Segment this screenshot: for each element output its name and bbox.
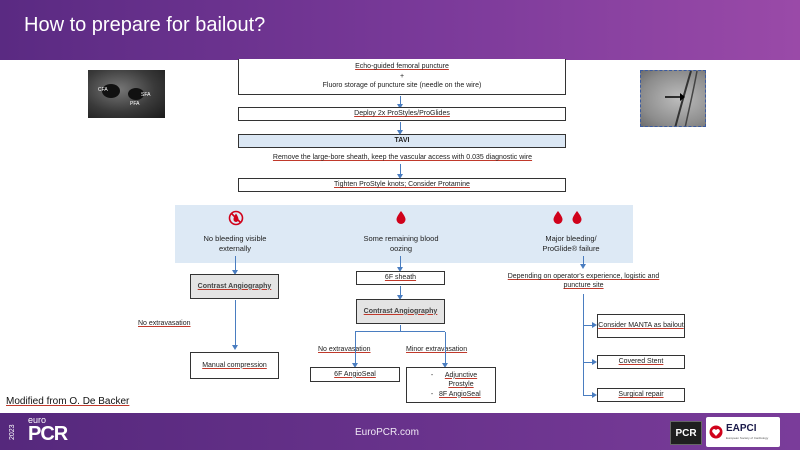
header-bar: How to prepare for bailout? — [0, 0, 800, 60]
us-label-pfa: PFA — [130, 101, 140, 107]
arrow-step4 — [397, 164, 403, 179]
arrow-step1 — [397, 96, 403, 109]
step-puncture-line2: Fluoro storage of puncture site (needle … — [322, 82, 482, 90]
blood-drop-icon — [396, 211, 406, 224]
ultrasound-image: CFA SFA PFA — [88, 70, 165, 118]
step-puncture-plus: + — [399, 72, 405, 80]
pcr-logo: PCR — [670, 421, 702, 445]
us-label-sfa: SFA — [141, 92, 151, 98]
left-contrast-angiography: Contrast Angiography — [190, 274, 279, 299]
arrow-mid-2 — [397, 286, 403, 300]
mid-contrast-angiography: Contrast Angiography — [356, 299, 445, 324]
right-covered-stent: Covered Stent — [597, 355, 685, 369]
mid-adjunctive-item: - Adjunctive Prostyle — [430, 371, 478, 389]
arrow-right-1 — [580, 256, 586, 269]
mid-6f-sheath: 6F sheath — [356, 271, 445, 285]
footer-pcr: PCR — [28, 423, 68, 445]
step-tavi: TAVI — [238, 134, 566, 148]
eapci-label: EAPCI — [726, 423, 757, 434]
step-tighten: Tighten ProStyle knots; Consider Protami… — [238, 178, 566, 192]
right-depending: Depending on operator's experience, logi… — [507, 273, 660, 290]
step-deploy-label: Deploy 2x ProStyles/ProGlides — [354, 110, 450, 118]
page-title: How to prepare for bailout? — [24, 14, 266, 36]
step-deploy: Deploy 2x ProStyles/ProGlides — [238, 107, 566, 121]
step-puncture-line1: Echo-guided femoral puncture — [355, 63, 449, 71]
right-trunk — [583, 294, 584, 395]
arrow-right-manta — [583, 322, 597, 328]
step-tighten-label: Tighten ProStyle knots; Consider Protami… — [334, 181, 470, 189]
mid-8f-item: - 8F AngioSeal — [430, 390, 481, 398]
scenario-no-bleeding: No bleeding visible externally — [203, 234, 267, 253]
step-puncture: Echo-guided femoral puncture + Fluoro st… — [238, 59, 566, 95]
arrow-left-1 — [232, 256, 238, 275]
arrow-left-2 — [232, 300, 238, 350]
mid-adjunctive-box: - Adjunctive Prostyle - 8F AngioSeal — [406, 367, 496, 403]
left-no-extravasation: No extravasation — [138, 320, 191, 327]
mid-minor-extravasation: Minor extravasation — [406, 346, 468, 353]
heart-icon — [709, 425, 723, 439]
footer-year: 2023 — [9, 424, 16, 440]
arrow-step2 — [397, 122, 403, 135]
footer-url[interactable]: EuroPCR.com — [355, 427, 419, 438]
arrow-mid-left — [352, 332, 358, 368]
right-trunk-top — [583, 294, 584, 295]
scenario-oozing: Some remaining blood oozing — [363, 234, 439, 253]
credit-text: Modified from O. De Backer — [6, 396, 130, 407]
arrow-icon — [665, 93, 685, 101]
right-manta: Consider MANTA as bailout — [597, 314, 685, 338]
scenario-major-bleeding: Major bleeding/ ProGlide® failure — [542, 234, 600, 253]
mid-6f-angioseal: 6F AngioSeal — [310, 367, 400, 382]
blood-drop-icon — [572, 211, 582, 224]
step-tavi-label: TAVI — [394, 137, 410, 145]
footer-euro: euro — [28, 415, 47, 425]
mid-split-bar — [355, 331, 445, 332]
left-manual-compression: Manual compression — [190, 352, 279, 379]
no-blood-icon — [228, 210, 244, 226]
eapci-logo: EAPCI European Society of Cardiology — [706, 417, 780, 447]
eapci-sub: European Society of Cardiology — [726, 436, 769, 440]
mid-no-extravasation: No extravasation — [318, 346, 371, 353]
fluoro-image — [640, 70, 706, 127]
step-remove-sheath: Remove the large-bore sheath, keep the v… — [272, 154, 533, 161]
blood-drop-icon — [553, 211, 563, 224]
mid-split-stem — [400, 325, 401, 331]
arrow-mid-1 — [397, 256, 403, 272]
arrow-right-stent — [583, 359, 597, 365]
us-label-cfa: CFA — [98, 87, 108, 93]
footer-bar: 2023 euro PCR EuroPCR.com PCR EAPCI Euro… — [0, 413, 800, 450]
arrow-mid-right — [442, 332, 448, 368]
right-surgical-repair: Surgical repair — [597, 388, 685, 402]
arrow-right-surgical — [583, 392, 597, 398]
